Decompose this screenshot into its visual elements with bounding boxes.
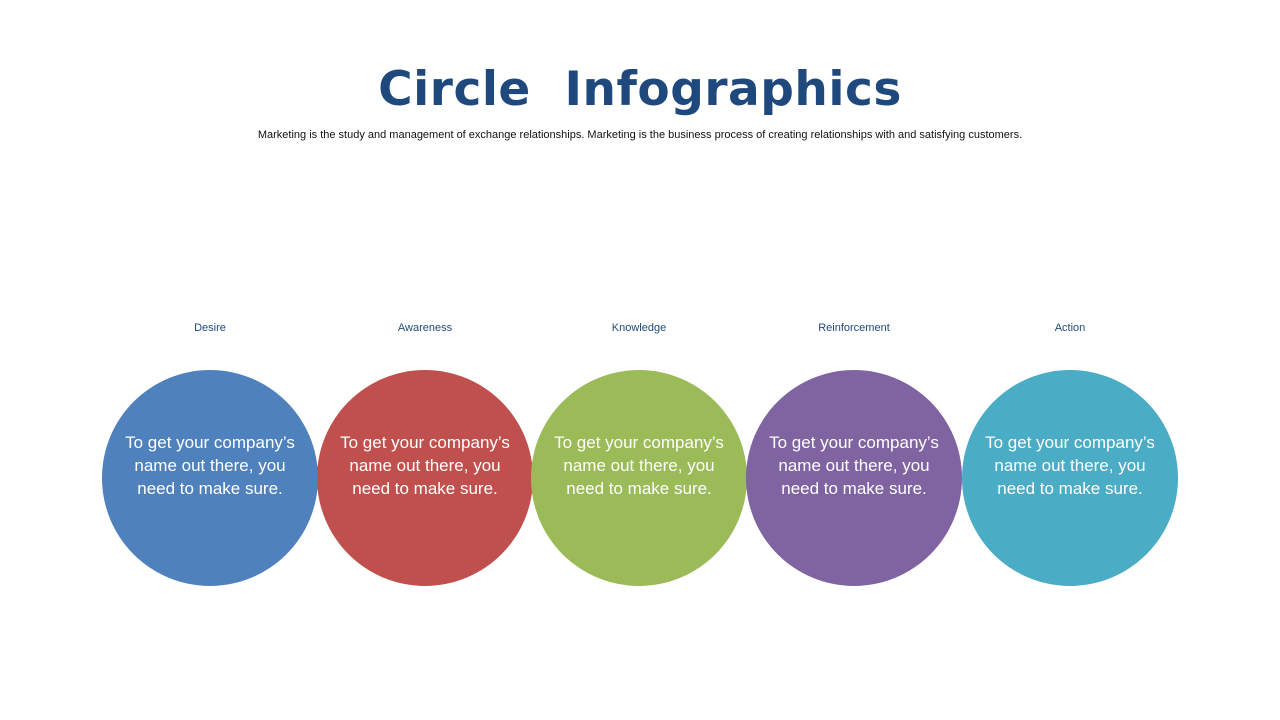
step-circle-text: To get your company’s name out there, yo… bbox=[340, 433, 510, 498]
step-circle: To get your company’s name out there, yo… bbox=[746, 370, 962, 586]
step-circle-text: To get your company’s name out there, yo… bbox=[985, 433, 1155, 498]
page-title: Circle Infographics bbox=[378, 62, 902, 117]
page-subtitle: Marketing is the study and management of… bbox=[257, 129, 1023, 141]
step-circle: To get your company’s name out there, yo… bbox=[102, 370, 318, 586]
step-circle-text: To get your company’s name out there, yo… bbox=[554, 433, 724, 498]
step-circle: To get your company’s name out there, yo… bbox=[962, 370, 1178, 586]
step-label: Knowledge bbox=[611, 322, 667, 334]
step-label: Desire bbox=[194, 322, 226, 334]
step-circle: To get your company’s name out there, yo… bbox=[317, 370, 533, 586]
step-circle-text: To get your company’s name out there, yo… bbox=[769, 433, 939, 498]
step-label: Reinforcement bbox=[818, 322, 890, 334]
step-label: Awareness bbox=[397, 322, 453, 334]
step-circle: To get your company’s name out there, yo… bbox=[531, 370, 747, 586]
step-label: Action bbox=[1054, 322, 1086, 334]
step-circle-text: To get your company’s name out there, yo… bbox=[125, 433, 295, 498]
